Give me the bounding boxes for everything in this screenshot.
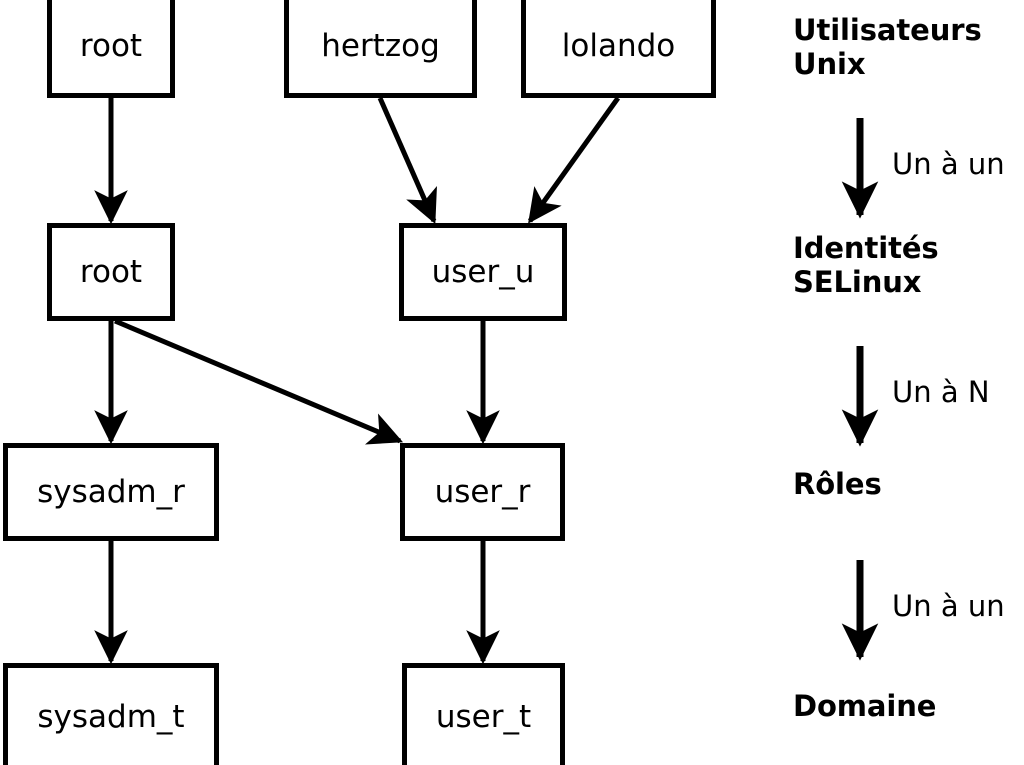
- node-unix_hertzog[interactable]: hertzog: [284, 0, 477, 98]
- edges-group: [94, 96, 621, 665]
- node-dom_sysadm[interactable]: sysadm_t: [3, 663, 219, 765]
- edge-ident_root-to-role_user: [114, 318, 404, 445]
- node-role_sysadm[interactable]: sysadm_r: [3, 443, 219, 541]
- legend-level-role: Rôles: [793, 467, 882, 501]
- node-label: root: [79, 27, 143, 64]
- legend-level-identity: Identités SELinux: [793, 231, 939, 299]
- edge-unix_lolando-to-ident_useru: [527, 96, 621, 224]
- node-ident_useru[interactable]: user_u: [399, 223, 567, 321]
- node-label: user_t: [435, 698, 532, 735]
- legend-level-domain: Domaine: [793, 689, 937, 723]
- node-label: root: [79, 253, 143, 290]
- node-unix_lolando[interactable]: lolando: [521, 0, 716, 98]
- node-unix_root[interactable]: root: [47, 0, 175, 98]
- node-label: lolando: [561, 27, 676, 64]
- node-role_user[interactable]: user_r: [400, 443, 565, 541]
- node-label: user_u: [431, 253, 535, 290]
- node-label: hertzog: [321, 27, 440, 64]
- legend-label-trans-unix-identity: Un à un: [892, 147, 1005, 181]
- legend-label-trans-identity-role: Un à N: [892, 375, 990, 409]
- node-ident_root[interactable]: root: [47, 223, 175, 321]
- node-label: user_r: [434, 473, 531, 510]
- legend-label-trans-role-domain: Un à un: [892, 589, 1005, 623]
- legend-level-unix: Utilisateurs Unix: [793, 13, 982, 81]
- node-dom_user[interactable]: user_t: [402, 663, 565, 765]
- edge-unix_hertzog-to-ident_useru: [377, 96, 437, 225]
- node-label: sysadm_r: [37, 473, 185, 510]
- node-label: sysadm_t: [37, 698, 185, 735]
